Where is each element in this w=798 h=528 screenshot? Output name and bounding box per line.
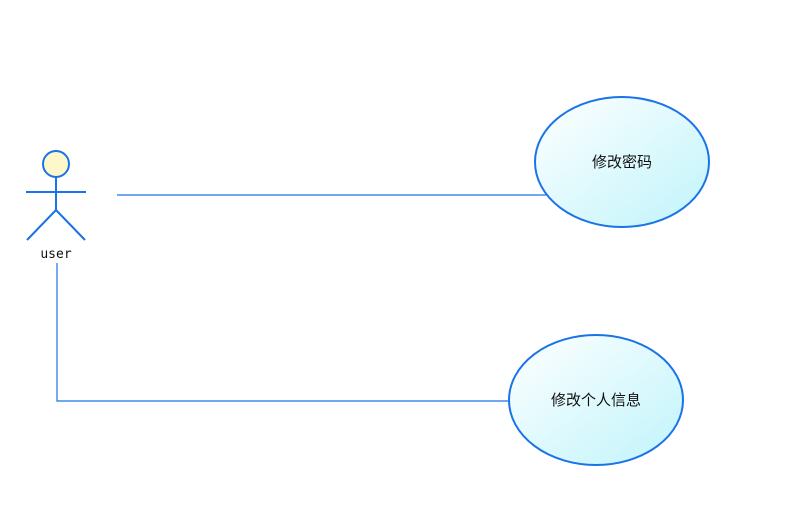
actor-left-leg	[26, 209, 57, 241]
use-case-label: 修改个人信息	[551, 391, 641, 409]
use-case-edit-profile[interactable]: 修改个人信息	[508, 334, 684, 466]
association-line-edit-profile[interactable]	[56, 263, 508, 402]
actor-user[interactable]: user	[26, 150, 86, 262]
use-case-change-password[interactable]: 修改密码	[534, 96, 710, 228]
actor-right-leg	[55, 209, 86, 241]
use-case-ellipse	[534, 96, 710, 228]
actor-name: user	[40, 247, 71, 262]
use-case-label: 修改密码	[592, 153, 652, 171]
use-case-ellipse	[508, 334, 684, 466]
actor-head-icon	[42, 150, 70, 178]
